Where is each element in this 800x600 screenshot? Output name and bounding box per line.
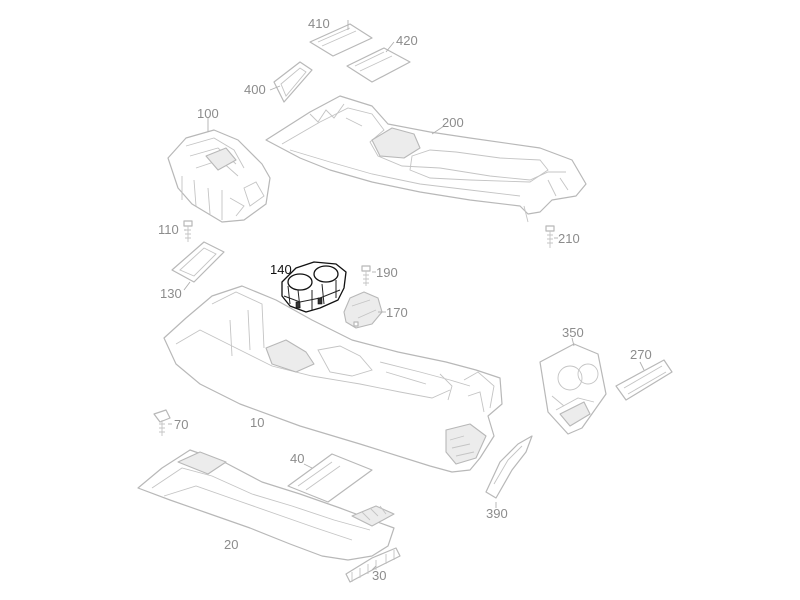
label-10[interactable]: 10 [250,415,264,430]
label-70[interactable]: 70 [174,417,188,432]
label-400[interactable]: 400 [244,82,266,97]
leader-40 [303,463,313,469]
part-10-console-body[interactable] [163,285,503,473]
part-210-screw[interactable] [545,225,555,248]
label-200[interactable]: 200 [442,115,464,130]
leader-400 [269,85,281,91]
part-170-trim-cap[interactable] [343,291,383,329]
label-270[interactable]: 270 [630,347,652,362]
label-410[interactable]: 410 [308,16,330,31]
part-70-screw[interactable] [153,409,171,436]
part-270-insert[interactable] [615,359,673,401]
part-410-cover-pad[interactable] [309,23,373,57]
label-420[interactable]: 420 [396,33,418,48]
part-40-insulation-pad[interactable] [287,453,373,503]
label-100[interactable]: 100 [197,106,219,121]
part-190-screw[interactable] [361,265,371,286]
leader-420 [385,41,395,53]
part-200-upper-console-trim[interactable] [265,95,587,223]
part-30-bracket[interactable] [345,547,401,583]
label-210[interactable]: 210 [558,231,580,246]
label-350[interactable]: 350 [562,325,584,340]
label-140-selected[interactable]: 140 [270,262,292,277]
part-100-shifter-housing[interactable] [167,129,271,223]
part-420-cover-pad[interactable] [346,47,411,83]
part-20-lower-duct[interactable] [137,449,395,561]
leader-270 [639,361,645,371]
label-20[interactable]: 20 [224,537,238,552]
part-390-trim-strip[interactable] [485,435,533,499]
leader-350 [571,337,575,347]
part-400-bezel-frame[interactable] [273,61,313,103]
label-110[interactable]: 110 [158,222,179,237]
part-130-tray-mat[interactable] [171,241,225,283]
leader-30 [371,565,377,571]
part-110-screw[interactable] [183,220,193,242]
label-40[interactable]: 40 [290,451,304,466]
part-350-bezel-panel[interactable] [539,343,607,435]
leader-130 [183,281,191,291]
leader-200 [431,125,445,135]
label-190[interactable]: 190 [376,265,398,280]
label-30[interactable]: 30 [372,568,386,583]
label-170[interactable]: 170 [386,305,408,320]
part-140-cup-holder-highlighted[interactable] [281,261,347,313]
label-390[interactable]: 390 [486,506,508,521]
label-130[interactable]: 130 [160,286,182,301]
